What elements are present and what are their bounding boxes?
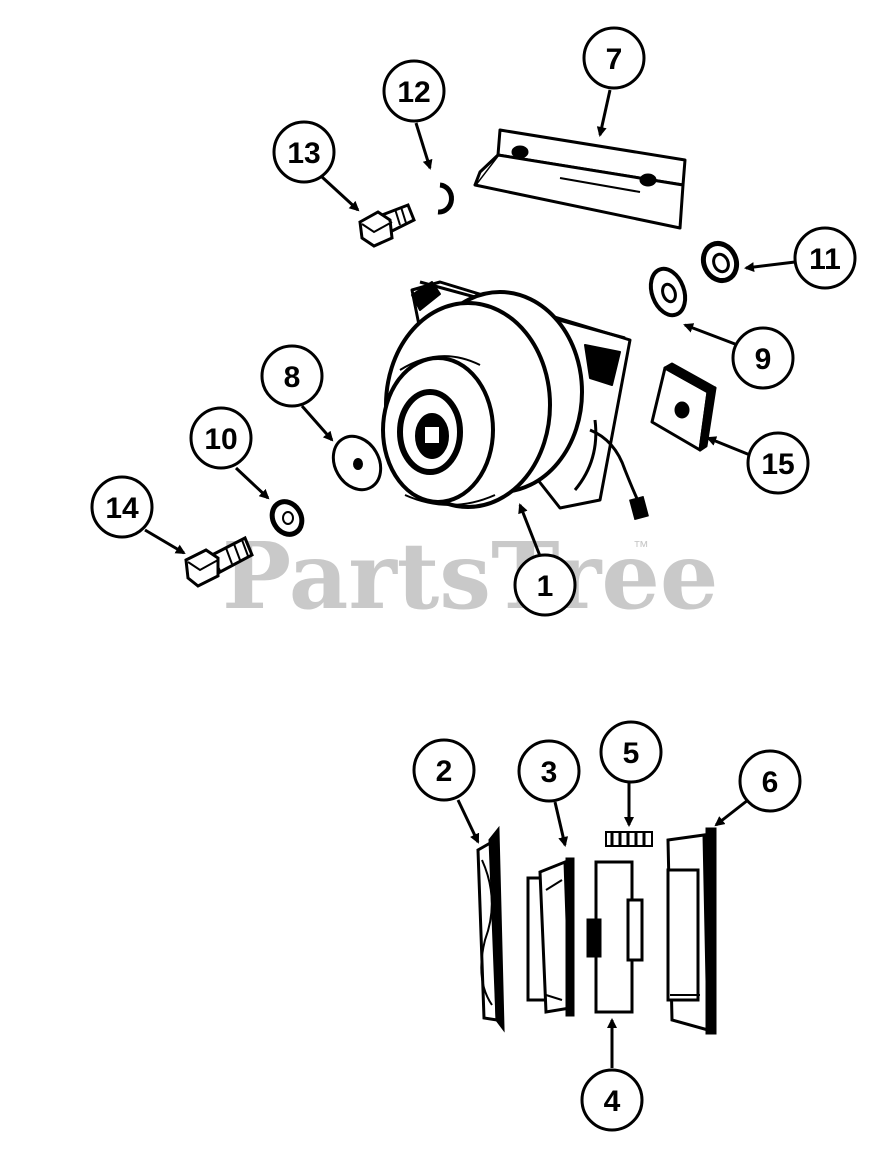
callout-4-label: 4 <box>604 1085 621 1118</box>
part-clip <box>437 182 454 215</box>
watermark-text: PartsTree <box>222 522 718 630</box>
watermark-tm: ™ <box>633 539 649 556</box>
callout-7: 7 <box>582 26 646 90</box>
arrow-6 <box>714 798 749 827</box>
part-washer-9 <box>648 266 688 318</box>
callout-8-label: 8 <box>284 361 301 394</box>
callout-1-label: 1 <box>537 570 554 603</box>
callout-15: 15 <box>746 431 810 495</box>
callout-10: 10 <box>189 406 253 470</box>
callout-7-label: 7 <box>606 43 623 76</box>
part-coil-4 <box>586 860 644 1014</box>
callout-5: 5 <box>599 720 663 784</box>
callout-4: 4 <box>580 1068 644 1132</box>
arrow-13 <box>320 175 360 212</box>
callout-12-label: 12 <box>397 76 430 109</box>
callout-14-label: 14 <box>105 492 139 525</box>
part-bolt-13 <box>358 203 416 248</box>
part-spring-5 <box>605 831 653 847</box>
callout-2-label: 2 <box>436 755 453 788</box>
callouts: 1 2 3 4 5 6 7 8 <box>90 26 857 1132</box>
callout-6-label: 6 <box>762 766 779 799</box>
callout-15-label: 15 <box>761 448 794 481</box>
callout-arrows <box>144 89 796 1068</box>
callout-9-label: 9 <box>755 343 772 376</box>
callout-1: 1 <box>513 553 577 617</box>
callout-10-label: 10 <box>204 423 237 456</box>
arrow-14 <box>144 528 186 555</box>
arrow-11 <box>744 260 796 272</box>
arrow-7 <box>596 89 612 137</box>
arrow-9 <box>683 323 736 346</box>
part-back-plate-6 <box>666 827 717 1035</box>
arrow-3 <box>553 801 569 847</box>
arrow-12 <box>414 122 433 170</box>
callout-12: 12 <box>382 59 446 123</box>
arrow-8 <box>300 405 334 442</box>
watermark: PartsTree ™ <box>222 522 718 630</box>
callout-3: 3 <box>517 739 581 803</box>
callout-11: 11 <box>793 226 857 290</box>
arrow-10 <box>234 466 270 500</box>
part-bracket <box>473 128 687 230</box>
part-washer-8 <box>331 434 383 492</box>
part-block-15 <box>650 362 717 452</box>
callout-2: 2 <box>412 738 476 802</box>
part-clutch-assembly <box>381 280 649 520</box>
callout-3-label: 3 <box>541 756 558 789</box>
arrow-2 <box>456 799 480 844</box>
callout-9: 9 <box>731 326 795 390</box>
callout-8: 8 <box>260 344 324 408</box>
part-pulley-3 <box>526 857 575 1017</box>
part-washer-11 <box>700 241 740 283</box>
part-bolt-14 <box>184 535 254 588</box>
callout-14: 14 <box>90 475 154 539</box>
arrow-1 <box>518 503 542 557</box>
part-spring-plate-2 <box>476 825 505 1033</box>
arrow-15 <box>706 436 751 457</box>
part-washer-10 <box>269 499 305 537</box>
callout-13-label: 13 <box>287 137 320 170</box>
callout-6: 6 <box>738 749 802 813</box>
callout-11-label: 11 <box>809 243 841 276</box>
callout-13: 13 <box>272 120 336 184</box>
callout-5-label: 5 <box>623 737 640 770</box>
